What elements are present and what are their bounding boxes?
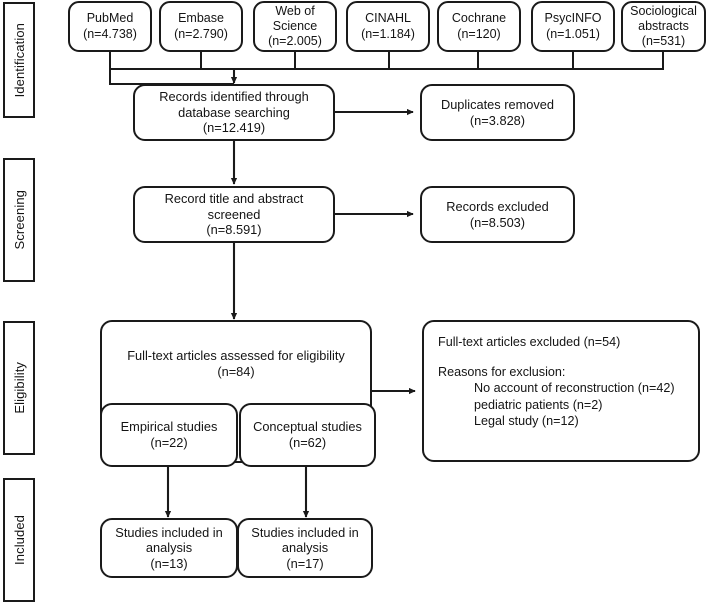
fulltext-excluded-reason-2: pediatric patients (n=2)	[474, 397, 603, 412]
empirical-studies-line1: Empirical studies	[120, 419, 218, 435]
included-conceptual-line2: analysis	[281, 540, 329, 556]
records-excluded-count: (n=8.503)	[469, 214, 526, 230]
records-excluded-line1: Records excluded	[446, 198, 549, 214]
database-count-cochrane: (n=120)	[457, 26, 501, 41]
database-name-cochrane: Cochrane	[451, 11, 507, 26]
fulltext-excluded-heading: Full-text articles excluded (n=54)	[438, 335, 621, 349]
conceptual-studies-count: (n=62)	[288, 435, 327, 450]
stage-label-included-text: Included	[11, 515, 27, 565]
database-name-embase: Embase	[178, 11, 224, 26]
database-name-pubmed: PubMed	[86, 11, 134, 26]
database-count-web-of-science: (n=2.005)	[268, 34, 322, 49]
node-records-screened: Record title and abstract screened (n=8.…	[133, 186, 335, 243]
database-count-sociological-abstracts: (n=531)	[641, 34, 686, 49]
included-conceptual-line1: Studies included in	[251, 524, 359, 540]
database-name-cinahl: CINAHL	[365, 11, 411, 26]
fulltext-excluded-spacer	[438, 351, 698, 364]
database-count-psycinfo: (n=1.051)	[546, 26, 600, 41]
database-box-sociological-abstracts: Sociological abstracts (n=531)	[621, 1, 706, 52]
node-fulltext-excluded: Full-text articles excluded (n=54) Reaso…	[422, 320, 700, 462]
database-name-web-of-science-line2: Science	[272, 18, 318, 33]
node-included-conceptual: Studies included in analysis (n=17)	[237, 518, 373, 578]
database-count-cinahl: (n=1.184)	[361, 26, 415, 41]
database-name-sociological-abstracts-line1: Sociological	[630, 3, 697, 18]
conceptual-studies-line1: Conceptual studies	[253, 419, 362, 435]
database-box-cochrane: Cochrane (n=120)	[437, 1, 521, 52]
fulltext-assessed-line1: Full-text articles assessed for eligibil…	[127, 347, 345, 363]
included-empirical-count: (n=13)	[150, 555, 188, 571]
database-count-pubmed: (n=4.738)	[83, 26, 137, 41]
stage-label-identification-text: Identification	[11, 22, 27, 98]
stage-label-included: Included	[3, 478, 35, 602]
database-box-web-of-science: Web of Science (n=2.005)	[253, 1, 337, 52]
stage-label-screening-text: Screening	[11, 190, 27, 250]
fulltext-excluded-reasons-title: Reasons for exclusion:	[438, 364, 566, 379]
node-fulltext-assessed-group: Full-text articles assessed for eligibil…	[100, 320, 376, 467]
node-records-excluded: Records excluded (n=8.503)	[420, 186, 575, 243]
records-identified-count: (n=12.419)	[202, 120, 266, 136]
included-empirical-line2: analysis	[145, 540, 193, 556]
stage-label-eligibility: Eligibility	[3, 321, 35, 455]
records-screened-count: (n=8.591)	[206, 222, 262, 238]
included-conceptual-count: (n=17)	[286, 555, 324, 571]
database-name-psycinfo: PsycINFO	[544, 11, 602, 26]
database-box-psycinfo: PsycINFO (n=1.051)	[531, 1, 615, 52]
records-screened-line2: screened	[207, 206, 261, 222]
database-box-cinahl: CINAHL (n=1.184)	[346, 1, 430, 52]
records-identified-line1: Records identified through	[159, 89, 309, 105]
node-duplicates-removed: Duplicates removed (n=3.828)	[420, 84, 575, 141]
database-box-pubmed: PubMed (n=4.738)	[68, 1, 152, 52]
stage-label-eligibility-text: Eligibility	[11, 362, 27, 414]
database-count-embase: (n=2.790)	[174, 26, 228, 41]
node-conceptual-studies: Conceptual studies (n=62)	[239, 403, 376, 467]
database-name-web-of-science-line1: Web of	[275, 3, 315, 18]
node-included-empirical: Studies included in analysis (n=13)	[100, 518, 238, 578]
node-fulltext-assessed: Full-text articles assessed for eligibil…	[102, 322, 370, 405]
duplicates-removed-line1: Duplicates removed	[440, 96, 555, 112]
database-box-embase: Embase (n=2.790)	[159, 1, 243, 52]
records-screened-line1: Record title and abstract	[164, 191, 304, 207]
empirical-studies-count: (n=22)	[150, 435, 188, 450]
database-name-sociological-abstracts-line2: abstracts	[638, 18, 689, 33]
node-empirical-studies: Empirical studies (n=22)	[100, 403, 238, 467]
stage-label-identification: Identification	[3, 2, 35, 118]
fulltext-excluded-reason-1: No account of reconstruction (n=42)	[474, 381, 675, 396]
duplicates-removed-count: (n=3.828)	[469, 112, 526, 128]
included-empirical-line1: Studies included in	[115, 524, 223, 540]
records-identified-line2: database searching	[178, 104, 290, 120]
fulltext-assessed-count: (n=84)	[217, 363, 255, 379]
node-records-identified: Records identified through database sear…	[133, 84, 335, 141]
fulltext-excluded-reason-3: Legal study (n=12)	[474, 414, 579, 429]
stage-label-screening: Screening	[3, 158, 35, 282]
